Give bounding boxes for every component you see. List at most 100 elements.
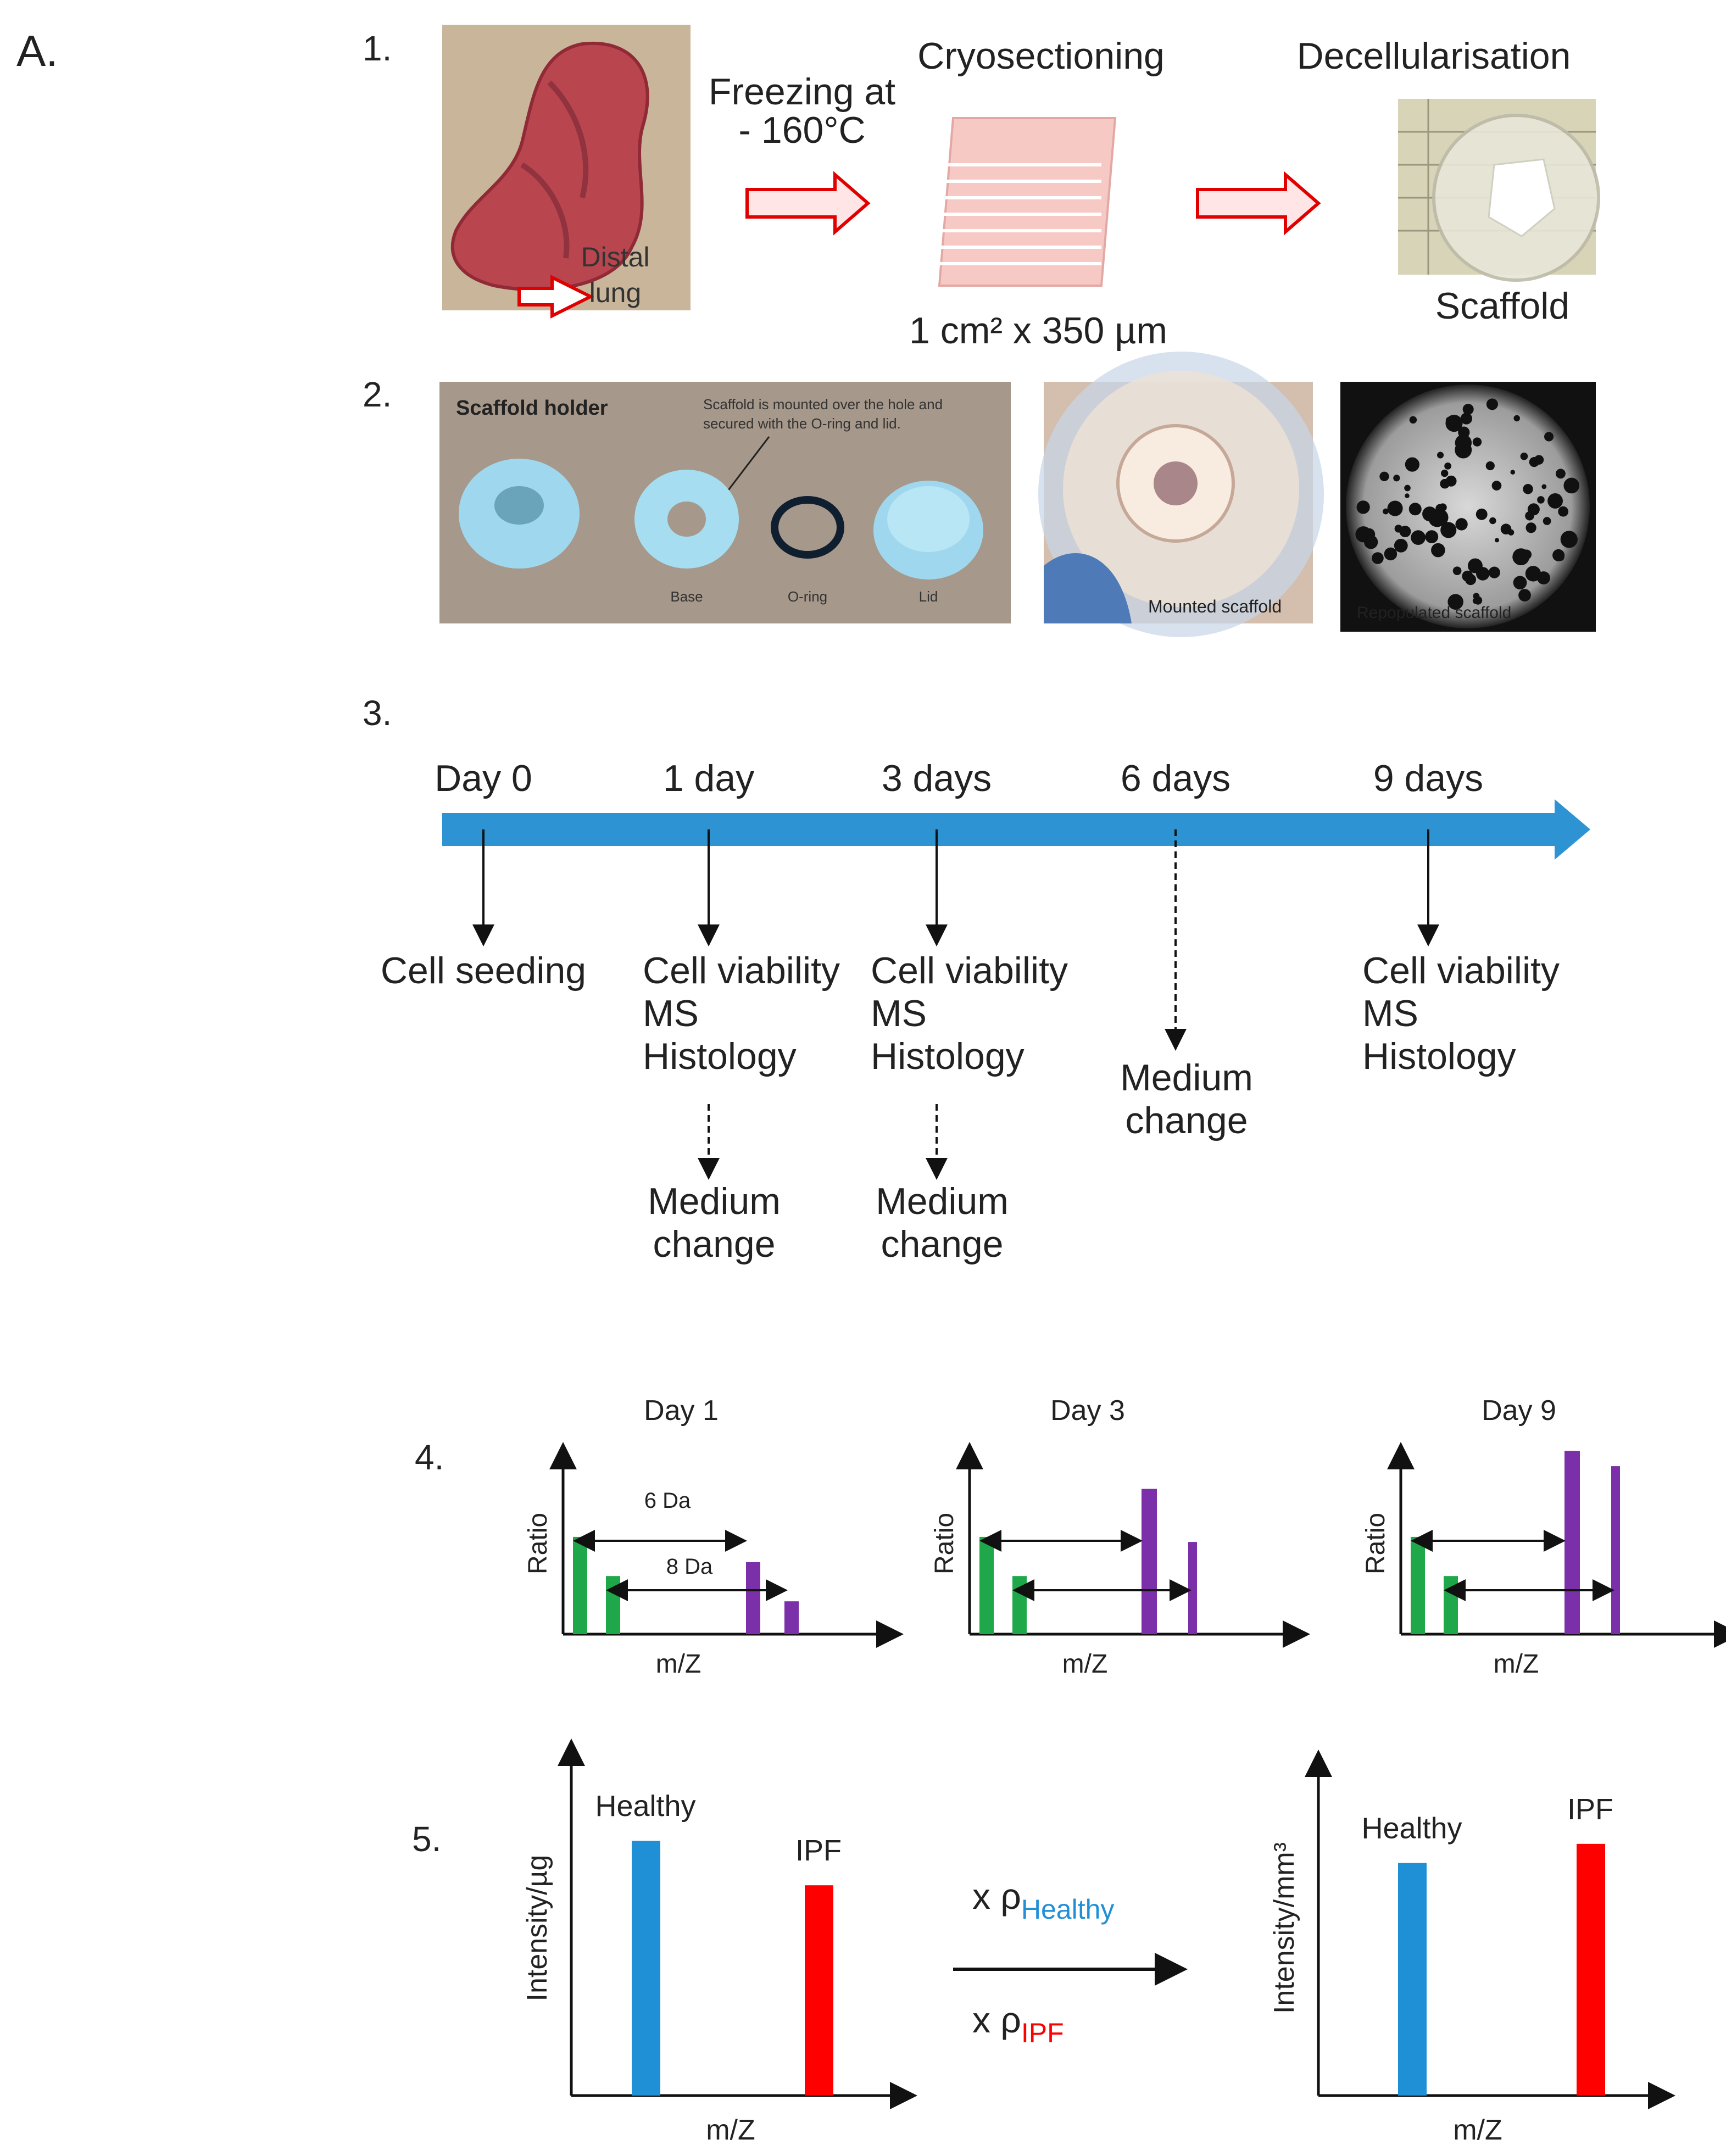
y-axis-label: Ratio: [930, 1513, 959, 1574]
ipf-label: IPF: [1567, 1793, 1613, 1826]
ms-chart-title: Day 3: [1050, 1395, 1125, 1427]
medium-change-label: Medium: [876, 1180, 1009, 1222]
medium-change-label: Medium: [648, 1180, 781, 1222]
x-axis-label: m/Z: [1494, 1650, 1539, 1679]
arrow-freezing: [745, 171, 871, 236]
repopulated-scaffold-label: Repopulated scaffold: [1357, 604, 1511, 622]
heavy-peak-bar: [1188, 1542, 1197, 1634]
timepoint-label: 9 days: [1373, 757, 1483, 799]
repopulated-scaffold-photo: Repopulated scaffold: [1340, 382, 1596, 632]
heavy-peak-bar: [746, 1562, 760, 1634]
scaffold-label: Scaffold: [1435, 285, 1569, 327]
figure-label: A.: [16, 26, 58, 75]
timepoint-event: MS: [643, 993, 699, 1034]
ms-chart-title: Day 9: [1482, 1395, 1556, 1427]
panel-1-number: 1.: [363, 29, 392, 68]
lung-photo: Distal lung: [442, 25, 691, 319]
panel-1: 1. Distal lung Freezing at - 160°C Cryos…: [363, 25, 1600, 352]
ms-chart: Day 3 Ratio m/Z: [930, 1395, 1310, 1679]
timeline-arrow: [442, 799, 1590, 860]
panel-3-number: 3.: [363, 693, 392, 733]
part-oring: O-ring: [788, 588, 827, 605]
arrow-decellularisation: [1196, 171, 1321, 236]
timepoint-event: MS: [871, 993, 927, 1034]
delta-6-label: 6 Da: [644, 1489, 691, 1513]
ms-chart: Day 9 Ratio m/Z: [1361, 1395, 1726, 1679]
timepoint-event: change: [1125, 1100, 1248, 1141]
panel-4-number: 4.: [415, 1438, 444, 1477]
scaffold-photo: [1398, 99, 1600, 282]
light-peak-bar: [573, 1536, 587, 1634]
lung-label-line2: lung: [589, 277, 642, 308]
step-freezing-line1: Freezing at: [709, 71, 895, 113]
section-size: 1 cm² x 350 µm: [909, 310, 1167, 352]
medium-change-label: change: [653, 1223, 775, 1265]
timepoint-event: Cell seeding: [381, 950, 586, 991]
heavy-peak-bar: [1611, 1466, 1620, 1634]
light-peak-bar: [979, 1536, 994, 1634]
timepoint-label: 1 day: [663, 757, 754, 799]
timepoint-label: 3 days: [882, 757, 992, 799]
light-peak-bar: [1444, 1576, 1458, 1634]
healthy-bar: [1398, 1863, 1427, 2096]
y-axis-label: Intensity/mm³: [1268, 1842, 1300, 2014]
holder-note-line1: Scaffold is mounted over the hole and: [703, 396, 943, 413]
timepoint-event: Histology: [871, 1035, 1025, 1077]
x-axis-label: m/Z: [706, 2114, 755, 2146]
step-cryosectioning: Cryosectioning: [917, 35, 1165, 77]
section-stack: [938, 117, 1117, 287]
scaffold-holder-photo: Scaffold holder Scaffold is mounted over…: [439, 382, 1011, 623]
x-axis-label: m/Z: [1453, 2114, 1502, 2146]
heavy-peak-bar: [784, 1601, 799, 1634]
density-conversion: x ρHealthy x ρIPF: [953, 1876, 1188, 2048]
part-base: Base: [670, 588, 703, 605]
healthy-label: Healthy: [1361, 1812, 1462, 1845]
holder-note-line2: secured with the O-ring and lid.: [703, 415, 901, 432]
x-axis-label: m/Z: [1062, 1650, 1108, 1679]
timepoint-event: Medium: [1120, 1057, 1253, 1099]
timepoint-event: MS: [1362, 993, 1418, 1034]
part-lid: Lid: [919, 588, 938, 605]
lung-label-line1: Distal: [581, 242, 649, 272]
step-decellularisation: Decellularisation: [1297, 35, 1571, 77]
mounted-scaffold-photo: Mounted scaffold: [1038, 352, 1324, 637]
medium-change-label: change: [881, 1223, 1003, 1265]
timepoint-event: Cell viability: [871, 950, 1068, 991]
timepoint: Day 0 Cell seeding: [381, 757, 586, 991]
y-axis-label: Intensity/µg: [521, 1855, 553, 2002]
timepoint-event: Histology: [643, 1035, 797, 1077]
heavy-peak-bar: [1142, 1489, 1157, 1634]
healthy-label: Healthy: [595, 1790, 695, 1823]
x-axis-label: m/Z: [656, 1650, 701, 1679]
panel-2-number: 2.: [363, 375, 392, 414]
timepoint-label: Day 0: [435, 757, 532, 799]
heavy-peak-bar: [1564, 1451, 1580, 1634]
ipf-bar: [805, 1885, 833, 2096]
y-axis-label: Ratio: [1361, 1513, 1390, 1574]
panel-5-number: 5.: [412, 1819, 441, 1859]
light-peak-bar: [606, 1576, 620, 1634]
delta-8-label: 8 Da: [666, 1555, 713, 1579]
mounted-scaffold-label: Mounted scaffold: [1148, 597, 1282, 616]
light-peak-bar: [1411, 1536, 1425, 1634]
y-axis-label: Ratio: [524, 1513, 553, 1574]
ipf-bar: [1577, 1843, 1605, 2096]
healthy-bar: [632, 1841, 660, 2096]
density-chart: Intensity/mm³ m/Z Healthy IPF: [1268, 1750, 1675, 2146]
light-peak-bar: [1012, 1576, 1027, 1634]
holder-title: Scaffold holder: [456, 397, 608, 420]
timepoint-event: Histology: [1362, 1035, 1516, 1077]
ipf-label: IPF: [795, 1834, 842, 1867]
multiplier-healthy: x ρHealthy: [972, 1876, 1114, 1925]
timepoint-event: Cell viability: [643, 950, 840, 991]
